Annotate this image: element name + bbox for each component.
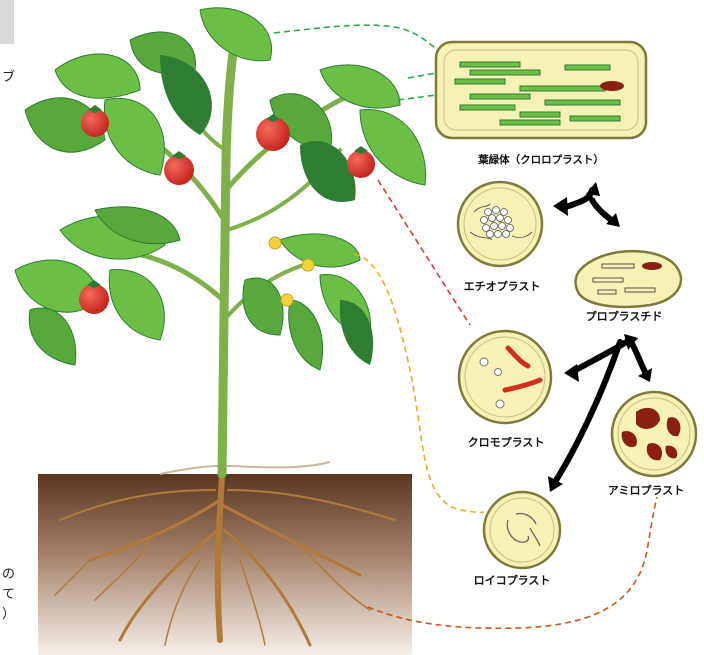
amyloplast-cell	[612, 392, 696, 476]
etioplast-cell	[458, 182, 542, 266]
amyloplast-label: アミロプラスト	[608, 483, 685, 497]
chloroplast-label: 葉緑体（クロロプラスト）	[477, 153, 604, 166]
leucoplast-cell	[484, 492, 560, 568]
leucoplast-label: ロイコプラスト	[474, 573, 551, 587]
soil	[38, 474, 412, 655]
chromoplast-cell	[459, 331, 551, 423]
proplastid-cell	[576, 251, 681, 307]
ground-grass	[160, 462, 330, 474]
chloroplast-cell	[436, 42, 646, 138]
etioplast-label: エチオプラスト	[464, 279, 541, 293]
chromoplast-label: クロモプラスト	[468, 435, 545, 449]
proplastid-label: プロプラスチド	[586, 309, 663, 323]
